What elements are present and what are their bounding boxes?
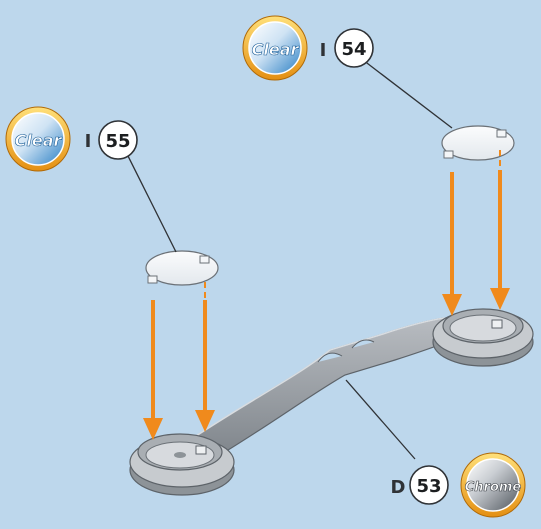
clear-badge-icon: Clear	[5, 106, 71, 172]
right-foot	[432, 308, 534, 367]
clear-label: Clear	[15, 131, 63, 150]
left-foot	[129, 433, 235, 496]
callout-54: Clear I 54	[242, 15, 374, 81]
down-arrow-icon	[195, 300, 215, 432]
callout-letter: I	[85, 131, 92, 152]
chrome-badge-icon: Chrome	[460, 452, 526, 518]
chrome-label: Chrome	[465, 480, 522, 495]
callout-letter: D	[391, 477, 406, 498]
clear-label: Clear	[252, 40, 300, 59]
leader-lines	[125, 59, 453, 460]
part-number: 54	[341, 39, 366, 60]
callout-53: D 53 Chrome	[391, 452, 526, 518]
callout-letter: I	[320, 40, 327, 61]
down-arrow-icon	[442, 172, 462, 316]
guide-lines	[204, 150, 501, 300]
down-arrow-icon	[143, 300, 163, 440]
stand-base	[129, 308, 534, 496]
clear-disc-54	[441, 125, 515, 161]
callout-55: Clear I 55	[5, 106, 138, 172]
clear-disc-55	[145, 250, 219, 286]
stand-arm	[188, 317, 472, 459]
down-arrow-icon	[490, 170, 510, 310]
part-number: 53	[416, 476, 441, 497]
part-number: 55	[105, 131, 130, 152]
clear-badge-icon: Clear	[242, 15, 308, 81]
